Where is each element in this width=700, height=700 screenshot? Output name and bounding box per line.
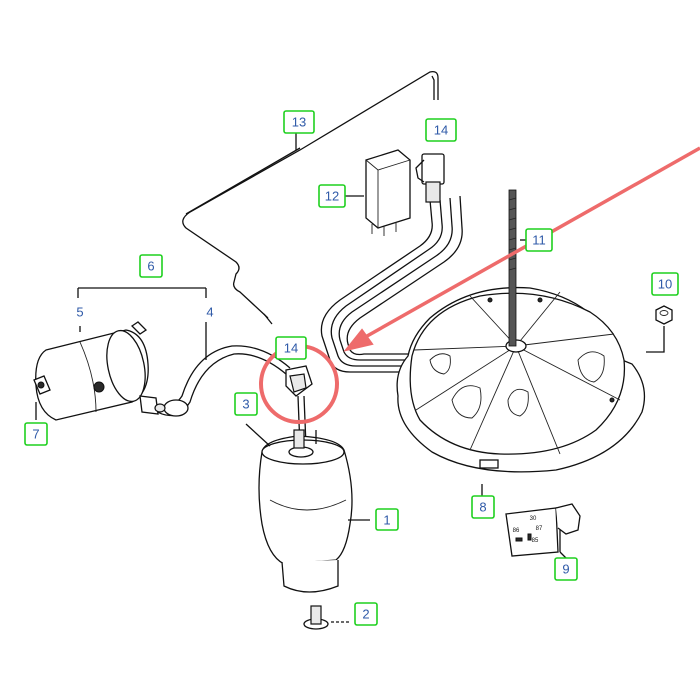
fitting-2 <box>303 605 350 630</box>
label-10: 10 <box>651 272 679 296</box>
threaded-stud <box>508 189 517 347</box>
svg-text:2: 2 <box>362 607 369 622</box>
label-13: 13 <box>283 110 315 134</box>
label-9: 9 <box>554 557 578 581</box>
svg-text:5: 5 <box>76 305 83 320</box>
label-5: 5 <box>76 305 83 320</box>
svg-text:7: 7 <box>32 427 39 442</box>
label-14-lower: 14 <box>275 336 307 360</box>
label-8: 8 <box>471 495 495 519</box>
relay-terminal-85: 85 <box>532 538 539 544</box>
svg-text:3: 3 <box>242 397 249 412</box>
compressor-housing <box>396 286 646 473</box>
air-line-13 <box>182 70 439 325</box>
electrical-connector-top <box>415 153 445 203</box>
hose-4 <box>139 345 291 417</box>
svg-text:1: 1 <box>383 513 390 528</box>
label-3: 3 <box>234 392 258 416</box>
label-14-top: 14 <box>425 118 457 142</box>
relay-12 <box>365 149 411 236</box>
label-4: 4 <box>206 305 213 320</box>
leader-lines <box>35 132 567 559</box>
svg-text:12: 12 <box>325 189 339 204</box>
svg-text:6: 6 <box>147 259 154 274</box>
label-7: 7 <box>24 422 48 446</box>
svg-text:11: 11 <box>532 233 546 248</box>
label-1: 1 <box>375 508 399 531</box>
svg-text:9: 9 <box>562 562 569 577</box>
svg-text:8: 8 <box>479 500 486 515</box>
relay-9: 30 86 87 85 <box>505 503 581 557</box>
relay-terminal-30: 30 <box>530 516 537 522</box>
relay-terminal-86: 86 <box>513 528 520 534</box>
label-2: 2 <box>354 602 378 626</box>
svg-text:10: 10 <box>658 277 672 292</box>
svg-text:4: 4 <box>206 305 213 320</box>
air-spring <box>258 429 353 593</box>
label-6: 6 <box>139 254 163 278</box>
relay-terminal-87: 87 <box>536 526 543 532</box>
label-11: 11 <box>525 228 553 252</box>
svg-text:14: 14 <box>434 123 448 138</box>
svg-text:13: 13 <box>292 115 306 130</box>
pipe-bundle <box>320 195 463 373</box>
pressure-reservoir <box>33 321 149 421</box>
label-12: 12 <box>318 184 346 208</box>
nut-10 <box>646 305 673 353</box>
svg-text:14: 14 <box>284 341 298 356</box>
